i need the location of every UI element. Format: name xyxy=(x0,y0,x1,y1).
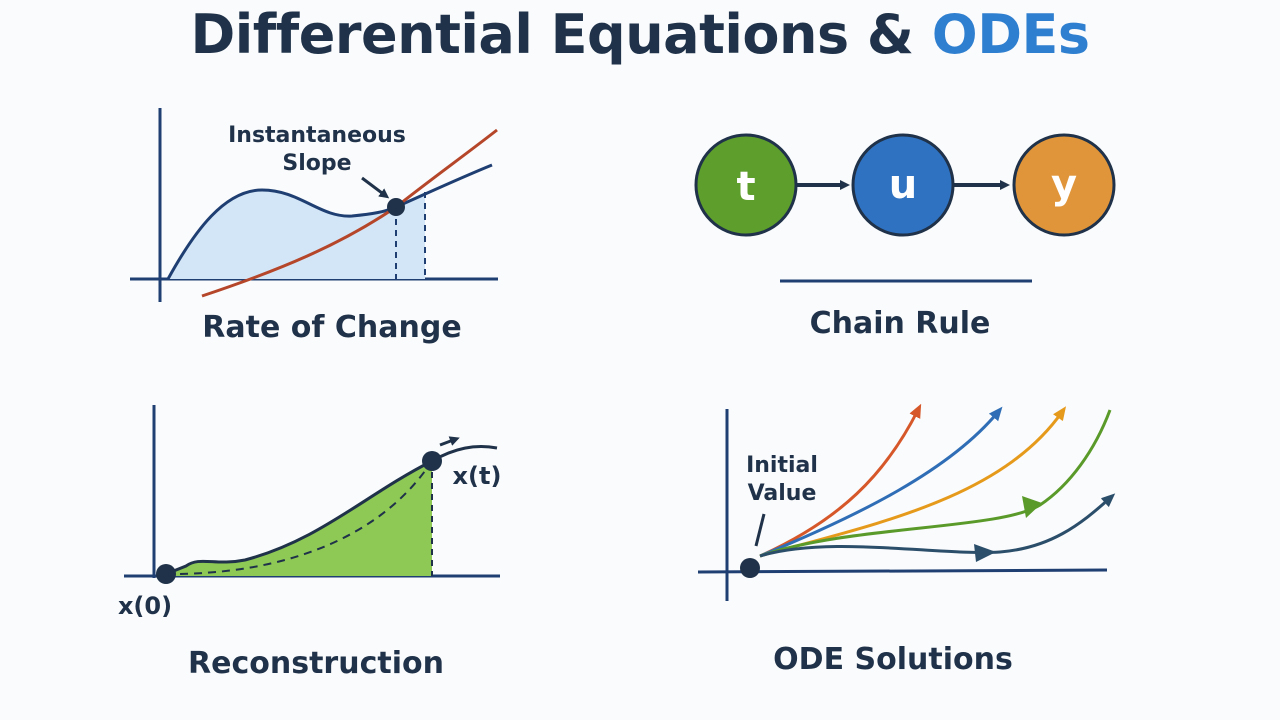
initial-value-annotation: Initial Value xyxy=(736,452,828,508)
node-y-label: y xyxy=(1051,162,1077,208)
recon-area-fill xyxy=(166,461,432,576)
annotation-line-2: Slope xyxy=(282,151,352,176)
recon-curve xyxy=(165,445,498,576)
node-u xyxy=(851,133,955,237)
node-t xyxy=(694,133,798,237)
navy-mid-arrowhead xyxy=(974,544,996,562)
initial-value-pointer xyxy=(754,513,766,547)
caption-chain-rule: Chain Rule xyxy=(809,306,991,341)
rate-of-change-panel xyxy=(130,108,498,302)
initial-line-1: Initial xyxy=(746,453,818,478)
node-u-label: u xyxy=(889,162,917,208)
x0-label: x(0) xyxy=(117,592,173,620)
page-title: Differential Equations & ODEs xyxy=(0,0,1280,70)
tangent-point xyxy=(387,198,405,216)
rate-area-fill xyxy=(168,190,425,279)
node-y xyxy=(1012,133,1116,237)
chain-rule-panel: t u y xyxy=(694,133,1116,283)
recon-start-point xyxy=(156,564,176,584)
caption-reconstruction: Reconstruction xyxy=(188,646,444,681)
green-mid-arrowhead xyxy=(1022,496,1042,518)
initial-value-point xyxy=(740,558,760,578)
initial-line-2: Value xyxy=(747,481,817,506)
node-t-label: t xyxy=(736,164,755,210)
xt-label: x(t) xyxy=(452,462,502,490)
ode-x-axis xyxy=(697,568,1108,574)
title-accent: ODEs xyxy=(931,3,1090,66)
recon-end-point xyxy=(422,451,442,471)
solution-curve-blue xyxy=(759,406,1003,558)
solution-curve-green xyxy=(759,409,1112,558)
caption-ode-solutions: ODE Solutions xyxy=(773,642,1013,677)
annotation-line-1: Instantaneous xyxy=(228,123,406,148)
caption-rate-of-change: Rate of Change xyxy=(202,310,462,345)
instantaneous-slope-annotation: Instantaneous Slope xyxy=(212,122,422,178)
reconstruction-panel xyxy=(124,405,500,584)
slope-pointer-arrow xyxy=(361,176,390,199)
recon-dashed-path xyxy=(165,460,433,576)
ode-solutions-panel xyxy=(697,403,1116,601)
recon-curve-arrowhead xyxy=(439,436,460,447)
rate-function-curve xyxy=(166,163,493,280)
title-main: Differential Equations & xyxy=(190,3,914,66)
solution-curve-orange-red xyxy=(759,403,922,558)
